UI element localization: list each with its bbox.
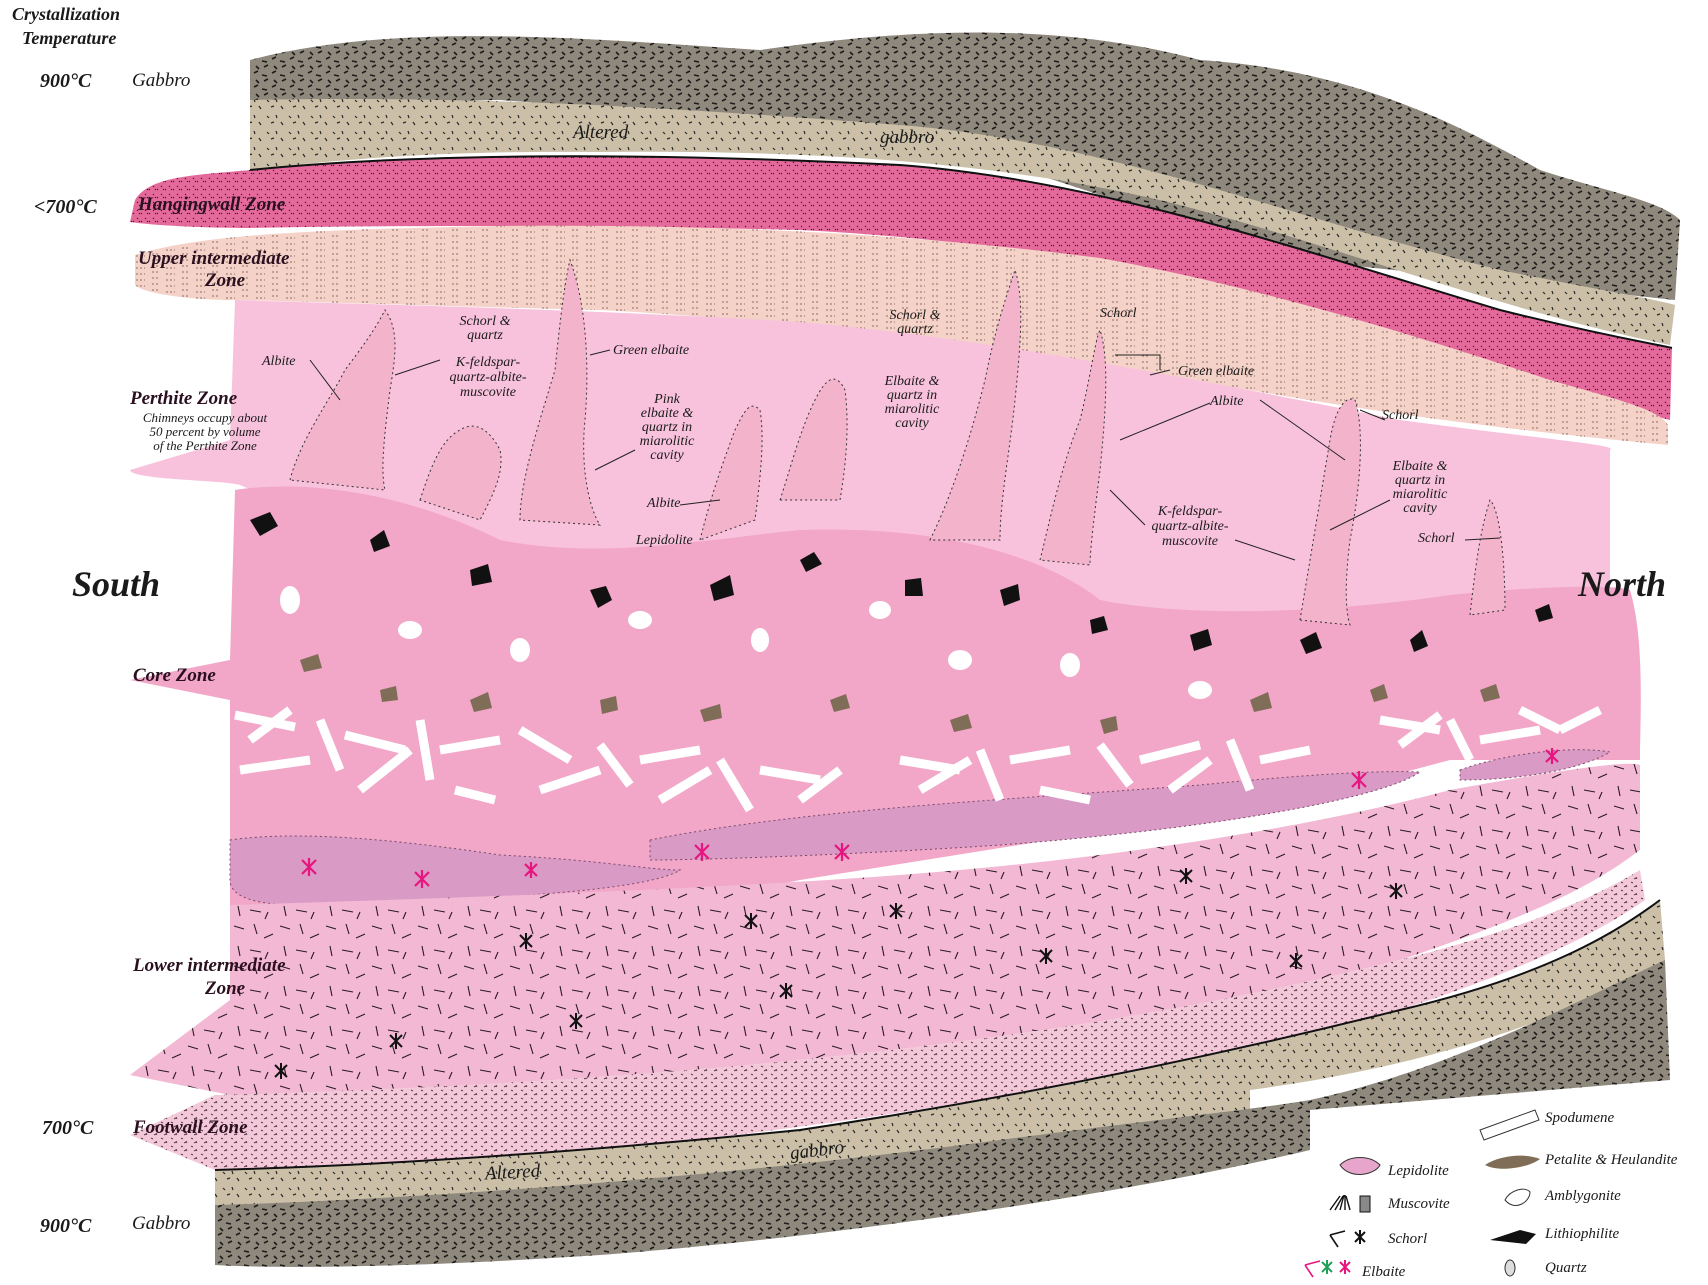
legend-quartz: Quartz [1545, 1260, 1587, 1277]
muscovite-book-icon [1360, 1196, 1370, 1212]
ann-schorl-quartz-2b: quartz [880, 322, 950, 337]
muscovite-fan-icon [1330, 1195, 1350, 1210]
ann-elbaite-quartz-2a: Elbaite & [1385, 459, 1455, 474]
temp-hangingwall: <700°C [34, 196, 97, 219]
ann-kfeld-2a: K-feldspar- [1135, 504, 1245, 519]
lithiophilite-swatch [1490, 1230, 1536, 1244]
legend-spodumene: Spodumene [1545, 1110, 1614, 1127]
perthite-note-2: 50 percent by volume [130, 425, 280, 438]
direction-north: North [1578, 563, 1666, 605]
ann-albite-1: Albite [262, 354, 295, 369]
zone-upper-intermediate-1: Upper intermediate [138, 248, 289, 270]
perthite-note-1: Chimneys occupy about [130, 411, 280, 424]
header-title-line1: Crystallization [12, 4, 120, 25]
legend-lithiophilite: Lithiophilite [1545, 1226, 1619, 1243]
zone-perthite: Perthite Zone [130, 388, 237, 410]
ann-green-elbaite-2: Green elbaite [1178, 364, 1254, 379]
temp-bottom-gabbro: 900°C [40, 1215, 91, 1238]
ann-elbaite-quartz-2d: cavity [1385, 501, 1455, 516]
zone-upper-intermediate-2: Zone [205, 270, 245, 292]
zone-lower-intermediate-2: Zone [205, 978, 245, 1000]
petalite-swatch [1485, 1156, 1540, 1169]
ann-pink-elbaite-e: cavity [622, 448, 712, 463]
ann-albite-3: Albite [1210, 394, 1243, 409]
quartz-swatch [1505, 1260, 1515, 1276]
ann-schorl-quartz-1b: quartz [455, 328, 515, 343]
temp-top-gabbro: 900°C [40, 70, 91, 93]
ann-kfeld-1c: muscovite [438, 385, 538, 400]
legend-symbols [1305, 1110, 1540, 1277]
ann-kfeld-1a: K-feldspar- [438, 355, 538, 370]
ann-schorl-quartz-2a: Schorl & [880, 308, 950, 323]
elbaite-green-star-icon [1322, 1260, 1332, 1274]
ann-elbaite-quartz-2b: quartz in [1385, 473, 1455, 488]
legend-schorl: Schorl [1388, 1231, 1427, 1248]
legend-amblygonite: Amblygonite [1545, 1188, 1621, 1205]
label-altered-bottom: Altered [484, 1161, 540, 1186]
ann-elbaite-quartz-1d: cavity [872, 416, 952, 431]
lepidolite-swatch [1340, 1158, 1380, 1175]
amblygonite-swatch [1505, 1189, 1530, 1205]
ann-schorl-quartz-1a: Schorl & [455, 314, 515, 329]
schorl-star-icon [1355, 1230, 1365, 1244]
elbaite-pink-star-icon [1340, 1260, 1350, 1274]
perthite-note-3: of the Perthite Zone [130, 439, 280, 452]
ann-elbaite-quartz-2c: miarolitic [1385, 487, 1455, 502]
ann-elbaite-quartz-1b: quartz in [872, 388, 952, 403]
ann-elbaite-quartz-1a: Elbaite & [872, 374, 952, 389]
zone-lower-intermediate-1: Lower intermediate [133, 955, 286, 977]
header-title-line2: Temperature [22, 28, 116, 49]
zone-hangingwall: Hangingwall Zone [138, 194, 285, 216]
ann-schorl-2: Schorl [1382, 408, 1419, 423]
ann-kfeld-1b: quartz-albite- [438, 370, 538, 385]
ann-lepidolite: Lepidolite [636, 533, 693, 548]
label-gabbro-bottom: Gabbro [132, 1213, 190, 1235]
legend-muscovite: Muscovite [1388, 1196, 1450, 1213]
zone-footwall: Footwall Zone [133, 1117, 248, 1139]
ann-schorl-1: Schorl [1100, 306, 1137, 321]
label-gabbro-top: Gabbro [132, 70, 190, 92]
ann-green-elbaite-1: Green elbaite [613, 343, 689, 358]
ann-pink-elbaite-d: miarolitic [622, 434, 712, 449]
ann-pink-elbaite-a: Pink [622, 392, 712, 407]
elbaite-wedge-icon [1305, 1261, 1320, 1277]
legend-elbaite: Elbaite [1362, 1264, 1405, 1281]
ann-albite-2: Albite [647, 496, 680, 511]
label-altered-top: Altered [573, 122, 628, 144]
ann-pink-elbaite-b: elbaite & [622, 406, 712, 421]
legend-lepidolite: Lepidolite [1388, 1163, 1449, 1180]
spodumene-lath-icon [1480, 1110, 1539, 1140]
ann-schorl-3: Schorl [1418, 531, 1455, 546]
direction-south: South [72, 563, 160, 605]
temp-footwall: 700°C [42, 1117, 93, 1140]
ann-pink-elbaite-c: quartz in [622, 420, 712, 435]
legend-petalite: Petalite & Heulandite [1545, 1152, 1677, 1169]
ann-kfeld-2c: muscovite [1135, 534, 1245, 549]
label-gabbro-top-altered: gabbro [880, 127, 934, 149]
schorl-wedge-icon [1330, 1231, 1345, 1247]
zone-core: Core Zone [133, 665, 216, 687]
ann-kfeld-2b: quartz-albite- [1135, 519, 1245, 534]
ann-elbaite-quartz-1c: miarolitic [872, 402, 952, 417]
